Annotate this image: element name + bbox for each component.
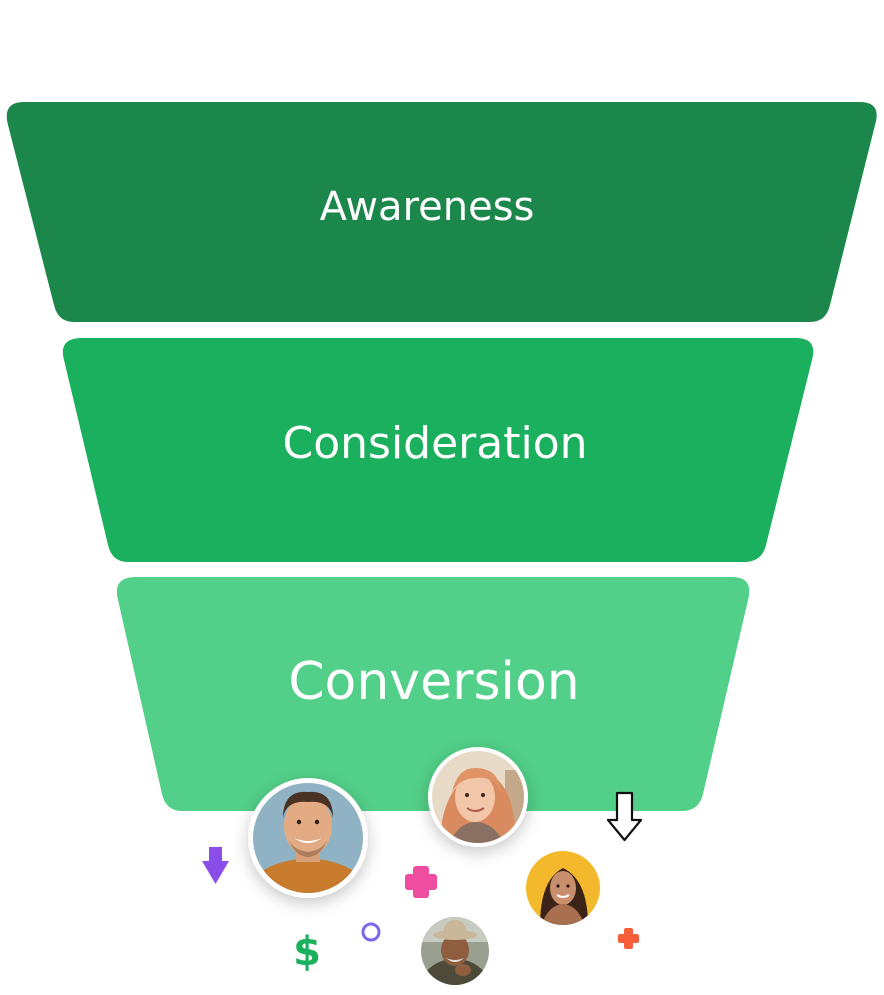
- dollar-icon: $: [293, 929, 321, 975]
- arrow-down-icon: [202, 847, 229, 884]
- funnel-stage-conversion-shape: [116, 577, 750, 811]
- funnel-stage-consideration: Consideration: [62, 338, 814, 562]
- funnel-stage-conversion-label: Conversion: [288, 652, 580, 712]
- avatar-woman-redhead: [428, 747, 528, 847]
- arrow-down-outline-icon: [606, 791, 643, 842]
- plus-icon: [618, 928, 639, 949]
- funnel-stage-awareness-label: Awareness: [320, 184, 535, 230]
- circle-outline-icon: [361, 922, 381, 942]
- funnel-stage-consideration-label: Consideration: [282, 418, 587, 469]
- avatar-woman-yellow-bg: [526, 851, 600, 925]
- plus-icon: [405, 866, 437, 898]
- funnel-stage-conversion: Conversion: [116, 577, 750, 811]
- funnel-stage-consideration-shape: [62, 338, 814, 562]
- funnel-stage-awareness: Awareness: [6, 102, 877, 322]
- funnel-stage-awareness-shape: [6, 102, 877, 322]
- avatar-man-hat: [421, 917, 489, 985]
